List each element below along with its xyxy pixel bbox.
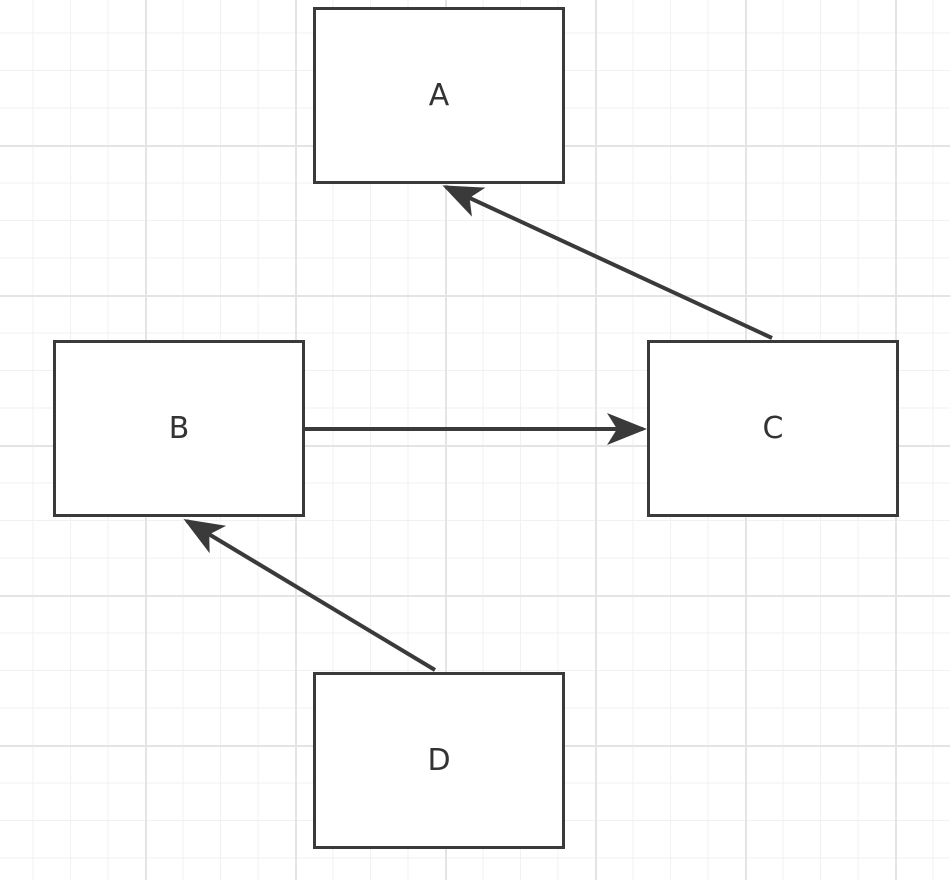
- node-b-label: B: [168, 411, 190, 446]
- edge-c-to-a[interactable]: [442, 185, 773, 340]
- node-c[interactable]: C: [647, 340, 899, 517]
- node-d-label: D: [427, 743, 451, 778]
- node-c-label: C: [762, 411, 784, 446]
- node-d[interactable]: D: [313, 672, 565, 849]
- node-b[interactable]: B: [53, 340, 305, 517]
- edge-d-to-b[interactable]: [183, 518, 437, 672]
- node-a[interactable]: A: [313, 7, 565, 184]
- node-a-label: A: [428, 78, 450, 113]
